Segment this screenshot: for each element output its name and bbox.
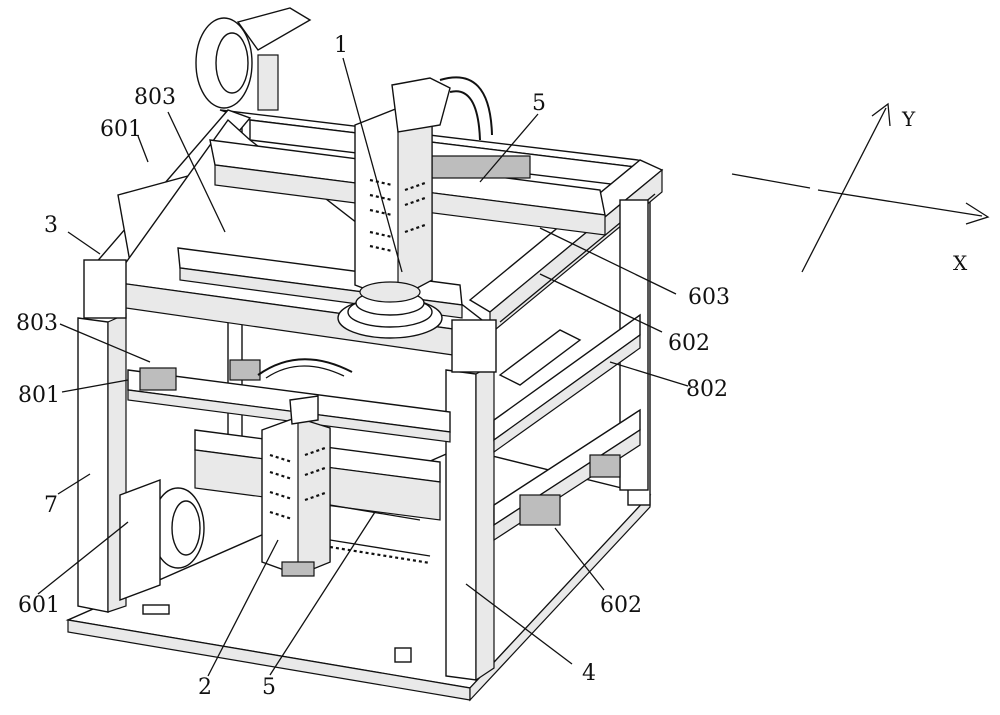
part-labels: 1 5 803 601 3 803 801 7 601 2 5 4 602 80…	[16, 33, 730, 700]
label-5-bottom: 5	[262, 675, 276, 700]
label-802: 802	[686, 377, 728, 402]
middle-rail	[127, 358, 451, 443]
coordinate-axes: Y X	[731, 102, 990, 275]
label-3: 3	[44, 213, 58, 238]
leader-lines	[37, 57, 689, 677]
middle-right-rail	[493, 313, 641, 454]
x-axis-line-left	[731, 173, 811, 189]
top-motor	[195, 7, 312, 111]
upper-head	[337, 76, 493, 339]
x-axis-line	[817, 189, 983, 217]
axis-label-y: Y	[901, 107, 916, 131]
label-601-top: 601	[100, 117, 142, 142]
axis-label-x: X	[953, 251, 968, 275]
label-801: 801	[18, 383, 60, 408]
label-601-bottom: 601	[18, 593, 60, 618]
label-602-mid: 602	[668, 331, 710, 356]
label-4: 4	[582, 661, 596, 686]
y-axis-arrow-icon	[871, 102, 891, 127]
y-axis-line	[801, 107, 887, 273]
label-5-top: 5	[532, 91, 546, 116]
label-602-bottom: 602	[600, 593, 642, 618]
lower-head	[261, 395, 331, 577]
left-front-post	[77, 259, 127, 613]
right-front-post	[445, 319, 497, 682]
label-803-top: 803	[134, 85, 176, 110]
label-2: 2	[198, 675, 212, 700]
x-axis-arrow-icon	[965, 202, 990, 225]
label-7: 7	[44, 493, 58, 518]
label-803-mid: 803	[16, 311, 58, 336]
label-1: 1	[334, 33, 348, 58]
lower-right-rail	[493, 408, 641, 542]
label-603: 603	[688, 285, 730, 310]
lower-motor	[119, 478, 205, 602]
